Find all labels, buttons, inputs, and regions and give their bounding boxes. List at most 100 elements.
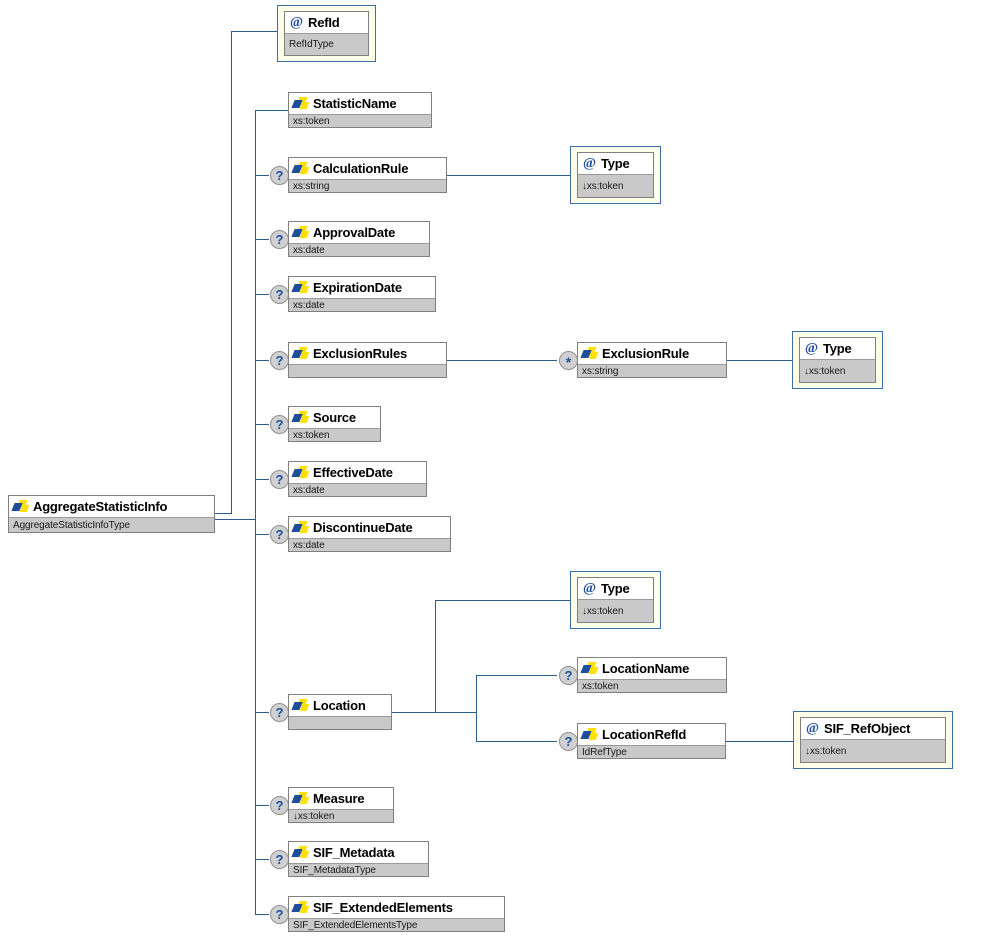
node-type-label: xs:string: [578, 364, 726, 377]
node-type-label: SIF_MetadataType: [289, 863, 428, 876]
connector-measure: [255, 805, 269, 806]
element-icon: [582, 662, 599, 676]
at-sign-icon: @: [804, 340, 819, 356]
node-sif-extendedelements[interactable]: SIF_ExtendedElements SIF_ExtendedElement…: [288, 896, 505, 932]
node-source[interactable]: Source xs:token: [288, 406, 381, 442]
node-type-label: SIF_ExtendedElementsType: [289, 918, 504, 931]
node-exclusionrules[interactable]: ExclusionRules: [288, 342, 447, 378]
connector-sif-metadata: [255, 859, 269, 860]
connector-effectivedate: [255, 479, 269, 480]
node-title-row: Source: [289, 407, 380, 428]
optional-badge-locationname: ?: [559, 666, 578, 685]
node-measure[interactable]: Measure ↓xs:token: [288, 787, 394, 823]
optional-badge-calculationrule: ?: [270, 166, 289, 185]
node-title-row: ExclusionRule: [578, 343, 726, 364]
node-type-label: RefIdType: [285, 33, 368, 55]
node-sif-metadata[interactable]: SIF_Metadata SIF_MetadataType: [288, 841, 429, 877]
node-calculationrule[interactable]: CalculationRule xs:string: [288, 157, 447, 193]
connector-exclrule-to-type: [727, 360, 793, 361]
node-type-label: ↓xs:token: [578, 599, 653, 622]
node-aggregatestatisticinfo[interactable]: AggregateStatisticInfo AggregateStatisti…: [8, 495, 215, 533]
node-title-row: Location: [289, 695, 391, 716]
node-label: CalculationRule: [313, 161, 409, 176]
node-label: DiscontinueDate: [313, 520, 413, 535]
node-discontinuedate[interactable]: DiscontinueDate xs:date: [288, 516, 451, 552]
node-type-label: [289, 716, 391, 729]
node-label: Location: [313, 698, 366, 713]
node-title-row: @ RefId: [285, 12, 368, 33]
element-icon: [13, 500, 30, 514]
node-type-label: ↓xs:token: [578, 174, 653, 197]
at-sign-icon: @: [582, 580, 597, 596]
node-type-label: xs:date: [289, 298, 435, 311]
node-title-row: @ SIF_RefObject: [801, 718, 945, 739]
node-expirationdate[interactable]: ExpirationDate xs:date: [288, 276, 436, 312]
node-location[interactable]: Location: [288, 694, 392, 730]
at-sign-icon: @: [582, 155, 597, 171]
node-type-label: xs:token: [578, 679, 726, 692]
node-title-row: LocationRefId: [578, 724, 725, 745]
node-title-row: ExpirationDate: [289, 277, 435, 298]
connector-exclrules-to-rule: [447, 360, 557, 361]
connector-location-out: [392, 712, 477, 713]
node-label: StatisticName: [313, 96, 397, 111]
node-label: RefId: [308, 15, 340, 30]
node-title-row: DiscontinueDate: [289, 517, 450, 538]
node-label: LocationName: [602, 661, 690, 676]
node-exclusionrule[interactable]: ExclusionRule xs:string: [577, 342, 727, 378]
node-label: LocationRefId: [602, 727, 687, 742]
node-effectivedate[interactable]: EffectiveDate xs:date: [288, 461, 427, 497]
node-sif-refobject[interactable]: @ SIF_RefObject ↓xs:token: [793, 711, 953, 769]
connector-location-elem-trunk: [476, 675, 477, 741]
connector-discontinuedate: [255, 534, 269, 535]
optional-badge-expirationdate: ?: [270, 285, 289, 304]
connector-expirationdate: [255, 294, 269, 295]
node-title-row: CalculationRule: [289, 158, 446, 179]
element-icon: [293, 347, 310, 361]
node-title-row: @ Type: [578, 153, 653, 174]
optional-badge-source: ?: [270, 415, 289, 434]
node-refid[interactable]: @ RefId RefIdType: [277, 5, 376, 62]
element-icon: [293, 226, 310, 240]
node-title-row: @ Type: [578, 578, 653, 599]
element-icon: [582, 347, 599, 361]
connector-location: [255, 712, 269, 713]
node-type-label: ↓xs:token: [800, 359, 875, 382]
node-type-label: [289, 364, 446, 377]
at-sign-icon: @: [805, 720, 820, 736]
node-type-label: xs:date: [289, 538, 450, 551]
node-type-label: xs:token: [289, 114, 431, 127]
node-title-row: EffectiveDate: [289, 462, 426, 483]
node-calculationrule-type[interactable]: @ Type ↓xs:token: [570, 146, 661, 204]
node-locationname[interactable]: LocationName xs:token: [577, 657, 727, 693]
connector-root-elem-stub: [214, 519, 256, 520]
node-exclusionrule-type[interactable]: @ Type ↓xs:token: [792, 331, 883, 389]
optional-badge-location: ?: [270, 703, 289, 722]
connector-refid: [231, 31, 277, 32]
connector-root-attr-stub: [214, 513, 232, 514]
connector-source: [255, 424, 269, 425]
optional-badge-approvaldate: ?: [270, 230, 289, 249]
optional-badge-locationrefid: ?: [559, 732, 578, 751]
node-label: SIF_ExtendedElements: [313, 900, 453, 915]
node-title-row: ExclusionRules: [289, 343, 446, 364]
element-icon: [293, 162, 310, 176]
node-statisticname[interactable]: StatisticName xs:token: [288, 92, 432, 128]
element-icon: [582, 728, 599, 742]
node-approvaldate[interactable]: ApprovalDate xs:date: [288, 221, 430, 257]
optional-badge-sif-metadata: ?: [270, 850, 289, 869]
connector-location-type: [435, 600, 571, 601]
node-title-row: Measure: [289, 788, 393, 809]
node-type-label: xs:date: [289, 483, 426, 496]
node-location-type[interactable]: @ Type ↓xs:token: [570, 571, 661, 629]
at-sign-icon: @: [289, 14, 304, 30]
node-title-row: ApprovalDate: [289, 222, 429, 243]
connector-sif-extended: [255, 914, 269, 915]
node-label: ExclusionRule: [602, 346, 689, 361]
connector-locationname: [476, 675, 557, 676]
optional-badge-discontinuedate: ?: [270, 525, 289, 544]
optional-badge-effectivedate: ?: [270, 470, 289, 489]
node-label: EffectiveDate: [313, 465, 393, 480]
node-locationrefid[interactable]: LocationRefId IdRefType: [577, 723, 726, 759]
